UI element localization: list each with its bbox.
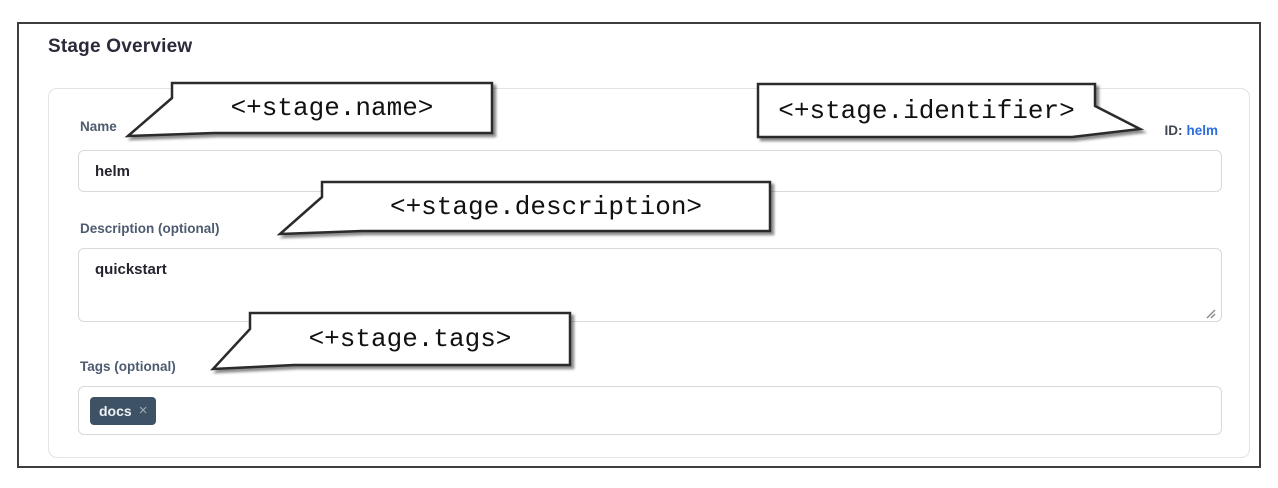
name-label: Name bbox=[80, 119, 117, 134]
tags-label: Tags (optional) bbox=[80, 359, 176, 374]
description-label: Description (optional) bbox=[80, 221, 220, 236]
name-input[interactable] bbox=[78, 150, 1222, 192]
description-textarea[interactable]: quickstart bbox=[78, 248, 1222, 322]
tag-chip-label: docs bbox=[99, 402, 132, 419]
stage-id: ID:helm bbox=[1164, 123, 1218, 138]
textarea-resize-handle-icon[interactable] bbox=[1203, 306, 1217, 320]
tags-input[interactable]: docs × bbox=[78, 386, 1222, 435]
tag-chip: docs × bbox=[90, 396, 157, 425]
tag-remove-icon[interactable]: × bbox=[138, 402, 148, 419]
id-value: helm bbox=[1186, 123, 1218, 138]
id-prefix-label: ID: bbox=[1164, 123, 1183, 138]
page-title: Stage Overview bbox=[48, 36, 193, 57]
